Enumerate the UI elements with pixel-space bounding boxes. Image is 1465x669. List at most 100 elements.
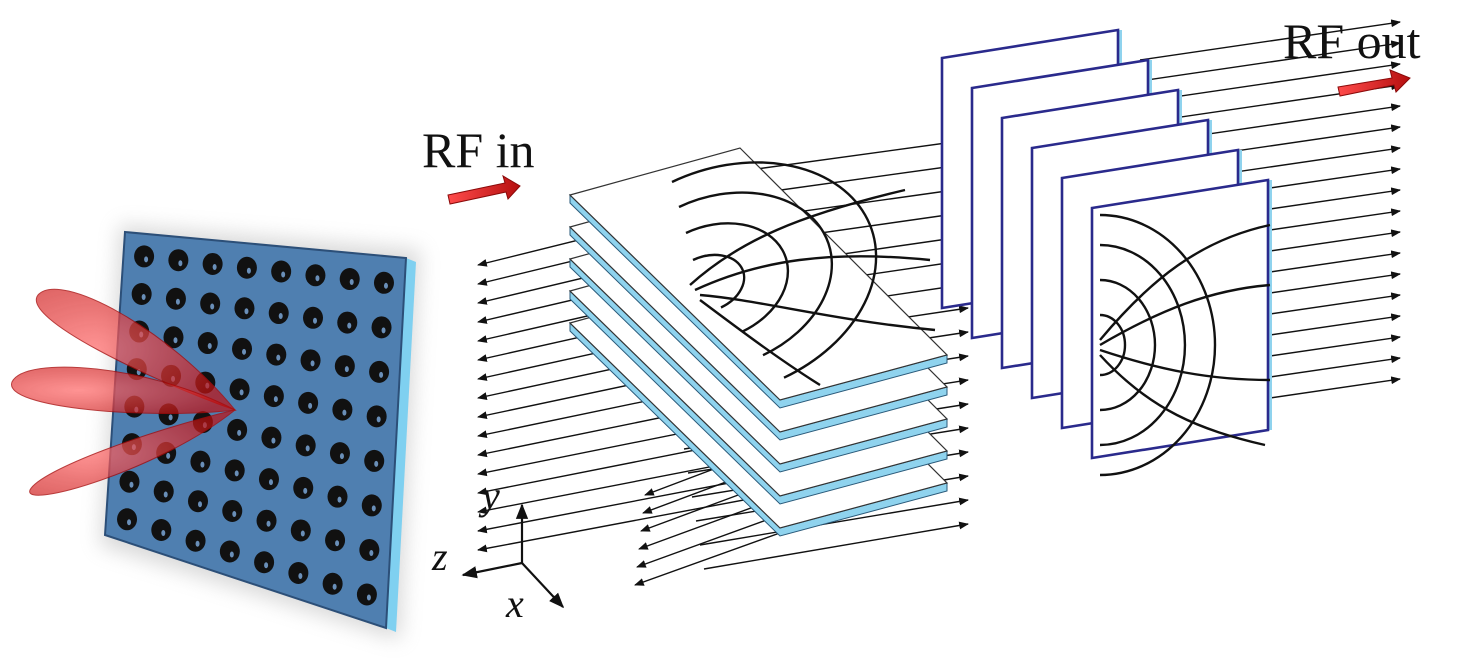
array-hole — [165, 287, 186, 310]
array-hole-highlight — [178, 260, 183, 267]
array-hole — [359, 538, 380, 561]
vertical-field-pattern — [1099, 213, 1271, 477]
array-hole — [268, 302, 289, 325]
array-hole — [290, 519, 311, 542]
field-pattern — [671, 161, 936, 387]
array-hole-highlight — [310, 360, 315, 367]
beam-upper — [35, 288, 237, 412]
array-hole-highlight — [237, 429, 242, 436]
array-hole-highlight — [207, 343, 212, 350]
array-hole — [261, 426, 282, 449]
array-hole — [168, 249, 189, 272]
array-hole-highlight — [268, 479, 273, 486]
array-hole-highlight — [166, 452, 171, 459]
y-axis-label: y — [482, 473, 500, 518]
horizontal-plate — [568, 147, 949, 401]
array-hole-highlight — [242, 348, 247, 355]
rf-out-arrow — [1337, 69, 1411, 97]
array-hole-highlight — [344, 366, 349, 373]
array-hole — [185, 529, 206, 552]
array-hole — [271, 260, 292, 283]
array-hole — [325, 529, 346, 552]
array-hole — [200, 292, 221, 315]
array-hole-highlight — [347, 322, 352, 329]
array-hole — [300, 349, 321, 372]
array-hole-highlight — [239, 389, 244, 396]
array-hole — [153, 480, 174, 503]
array-hole-highlight — [244, 308, 249, 315]
array-hole-highlight — [366, 594, 371, 601]
array-hole — [202, 252, 223, 275]
array-hole-highlight — [229, 551, 234, 558]
array-hole — [197, 332, 218, 355]
array-hole-highlight — [232, 510, 237, 517]
array-hole-highlight — [298, 572, 303, 579]
array-hole — [288, 561, 309, 584]
array-hole-highlight — [281, 271, 286, 278]
array-hole — [369, 360, 390, 383]
array-hole-highlight — [300, 530, 305, 537]
array-hole — [303, 306, 323, 329]
array-hole — [295, 434, 316, 457]
array-hole-highlight — [271, 437, 276, 444]
array-hole-highlight — [246, 267, 251, 274]
x-axis-line — [521, 562, 565, 609]
array-hole-highlight — [342, 409, 347, 416]
rf-out-label: RF out — [1283, 13, 1421, 69]
z-axis-line — [461, 561, 523, 579]
array-hole — [190, 450, 211, 473]
array-hole — [339, 268, 360, 291]
array-hole-highlight — [129, 481, 134, 488]
array-hole — [298, 391, 319, 414]
array-hole-highlight — [337, 496, 342, 503]
array-hole — [361, 494, 382, 517]
radiation-beams — [11, 288, 237, 496]
array-hole-highlight — [376, 416, 381, 423]
array-hole — [256, 509, 277, 532]
array-hole-highlight — [332, 583, 337, 590]
array-hole-highlight — [234, 470, 239, 477]
array-hole-highlight — [175, 298, 180, 305]
array-hole — [258, 468, 279, 491]
array-hole — [356, 583, 377, 606]
beam-middle — [11, 366, 237, 415]
phased-array-panel — [100, 225, 420, 640]
array-hole — [131, 282, 152, 305]
array-hole-highlight — [168, 414, 173, 421]
array-hole-highlight — [371, 505, 376, 512]
array-hole — [232, 337, 253, 360]
array-hole — [364, 449, 385, 472]
array-hole — [224, 459, 245, 482]
array-side-edge — [386, 258, 416, 632]
array-hole-highlight — [305, 445, 310, 452]
array-hole — [229, 378, 250, 401]
array-hole-highlight — [195, 540, 200, 547]
rf-in-arrow — [447, 174, 521, 205]
array-hole-highlight — [200, 461, 205, 468]
rf-in-label: RF in — [422, 122, 535, 178]
array-hole — [334, 355, 355, 378]
array-hole-highlight — [144, 256, 149, 263]
array-hole — [236, 256, 257, 279]
array-hole — [163, 326, 184, 349]
horizontal-plate-stack — [568, 147, 949, 537]
array-hole — [305, 264, 326, 287]
array-hole — [293, 476, 314, 499]
array-hole — [266, 343, 287, 366]
array-hole — [134, 245, 155, 268]
coordinate-axes — [461, 503, 565, 609]
array-hole — [329, 442, 350, 465]
array-hole — [366, 405, 387, 428]
array-hole-highlight — [379, 371, 384, 378]
array-hole — [373, 271, 394, 294]
array-hole — [234, 297, 255, 320]
array-hole-highlight — [273, 396, 278, 403]
field-arrow — [1139, 19, 1401, 61]
array-hole-highlight — [303, 487, 308, 494]
field-arrow — [1139, 40, 1401, 82]
array-hole — [254, 551, 275, 574]
array-hole-highlight — [349, 279, 354, 286]
array-hole — [322, 572, 343, 595]
array-hole — [219, 540, 240, 563]
z-axis-label: z — [432, 534, 448, 579]
